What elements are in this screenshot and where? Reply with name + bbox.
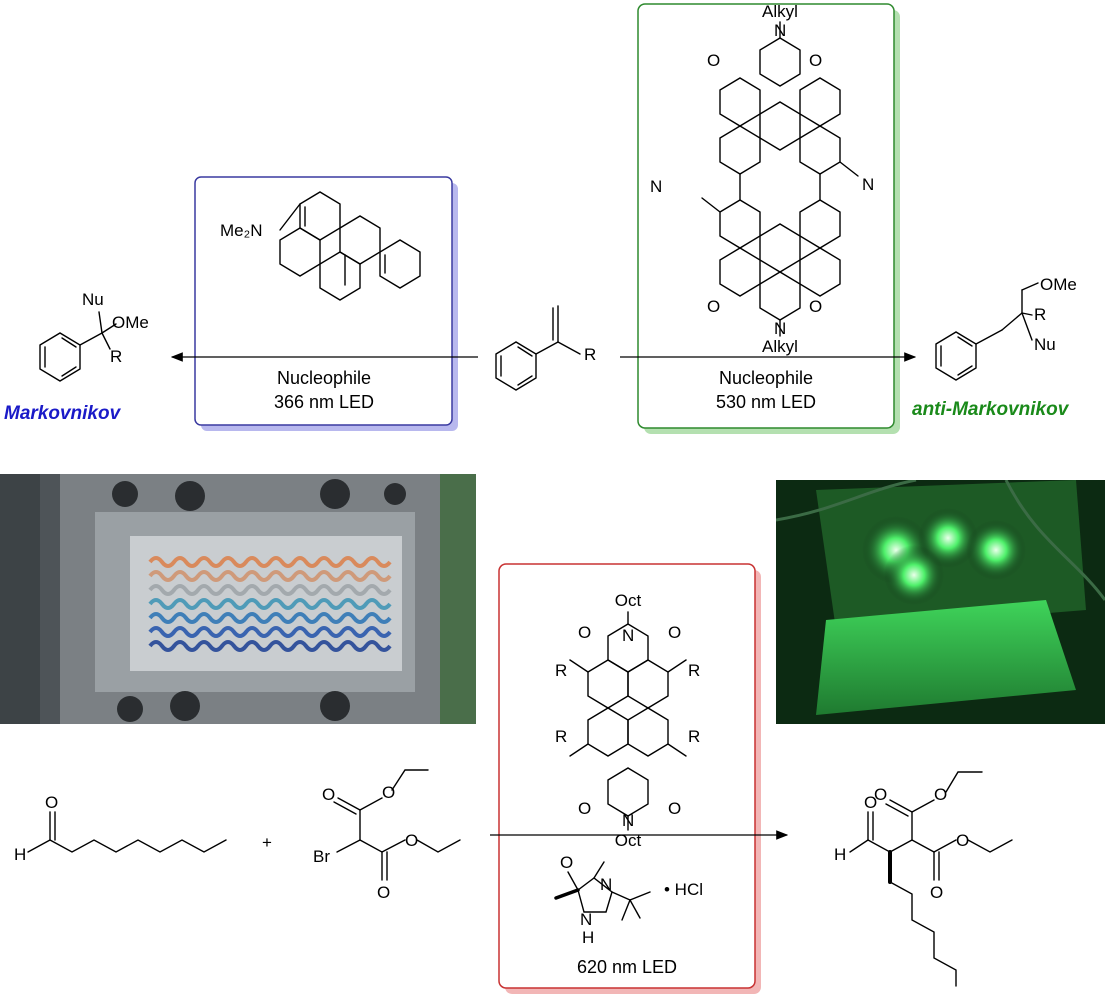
ndi-o-3: O bbox=[578, 799, 591, 818]
red-conditions: 620 nm LED bbox=[577, 957, 677, 977]
right-product-r: R bbox=[1034, 305, 1046, 324]
product-h: H bbox=[834, 845, 846, 864]
octanal-o: O bbox=[45, 793, 58, 812]
hcl-label: • HCl bbox=[664, 880, 703, 899]
me2n-label: Me₂N bbox=[220, 221, 263, 240]
ndi-o-4: O bbox=[668, 799, 681, 818]
pdi-cn-right: N bbox=[862, 175, 874, 194]
left-product-ome: OMe bbox=[112, 313, 149, 332]
left-product-r: R bbox=[110, 347, 122, 366]
blue-conditions-line2: 366 nm LED bbox=[274, 392, 374, 412]
pdi-cn-left: N bbox=[650, 177, 662, 196]
ndi-r-3: R bbox=[555, 727, 567, 746]
ndi-o-2: O bbox=[668, 623, 681, 642]
right-product-ome: OMe bbox=[1040, 275, 1077, 294]
pdi-alkyl-bottom: Alkyl bbox=[762, 337, 798, 356]
ndi-o-1: O bbox=[578, 623, 591, 642]
product-o-2: O bbox=[874, 785, 887, 804]
ndi-oct-bottom: Oct bbox=[615, 831, 642, 850]
ndi-r-1: R bbox=[555, 661, 567, 680]
pdi-o-4: O bbox=[809, 297, 822, 316]
pdi-n-bottom: N bbox=[774, 319, 786, 338]
left-product-structure bbox=[39, 311, 117, 382]
ndi-n-bottom: N bbox=[622, 811, 634, 830]
naphthalene-diimide-structure bbox=[569, 611, 687, 831]
imid-o: O bbox=[560, 853, 573, 872]
bromo-o-4: O bbox=[377, 883, 390, 902]
pdi-o-3: O bbox=[707, 297, 720, 316]
pdi-n-top: N bbox=[774, 21, 786, 40]
dimethylaminopyrene-structure bbox=[279, 191, 421, 301]
green-led-reactor-photo bbox=[776, 480, 1105, 724]
bromo-o-2: O bbox=[382, 783, 395, 802]
green-conditions-line2: 530 nm LED bbox=[716, 392, 816, 412]
pdi-o-2: O bbox=[809, 51, 822, 70]
diethyl-bromomalonate-structure bbox=[333, 769, 461, 881]
anti-markovnikov-label: anti-Markovnikov bbox=[912, 399, 1070, 420]
bromo-br: Br bbox=[313, 847, 330, 866]
imid-n-bottom: N bbox=[580, 910, 592, 929]
pdi-o-1: O bbox=[707, 51, 720, 70]
right-product-nu: Nu bbox=[1034, 335, 1056, 354]
left-product-nu: Nu bbox=[82, 290, 104, 309]
ndi-n-top: N bbox=[622, 626, 634, 645]
octanal-h: H bbox=[14, 845, 26, 864]
bromo-o-3: O bbox=[405, 831, 418, 850]
ndi-oct-top: Oct bbox=[615, 591, 642, 610]
product-o-4: O bbox=[956, 831, 969, 850]
right-product-structure bbox=[935, 282, 1039, 381]
product-o-1: O bbox=[864, 793, 877, 812]
markovnikov-label: Markovnikov bbox=[4, 403, 122, 424]
perylene-diimide-structure bbox=[701, 21, 859, 337]
imid-nh: H bbox=[582, 928, 594, 947]
plus-sign: + bbox=[262, 833, 272, 852]
red-catalyst-box bbox=[498, 563, 761, 994]
alpha-substituted-styrene bbox=[495, 305, 581, 391]
green-conditions-line1: Nucleophile bbox=[719, 368, 813, 388]
flow-reactor-photo bbox=[0, 474, 476, 724]
alkylation-product-structure bbox=[849, 771, 1013, 987]
imidazolidinone-structure bbox=[554, 861, 651, 921]
ndi-r-4: R bbox=[688, 727, 700, 746]
substrate-r: R bbox=[584, 345, 596, 364]
blue-catalyst-box bbox=[194, 176, 458, 431]
imid-n-top: N bbox=[600, 875, 612, 894]
octanal-structure bbox=[27, 811, 227, 853]
product-o-5: O bbox=[930, 883, 943, 902]
product-o-3: O bbox=[934, 785, 947, 804]
pdi-alkyl-top: Alkyl bbox=[762, 2, 798, 21]
bromo-o-1: O bbox=[322, 785, 335, 804]
blue-conditions-line1: Nucleophile bbox=[277, 368, 371, 388]
ndi-r-2: R bbox=[688, 661, 700, 680]
